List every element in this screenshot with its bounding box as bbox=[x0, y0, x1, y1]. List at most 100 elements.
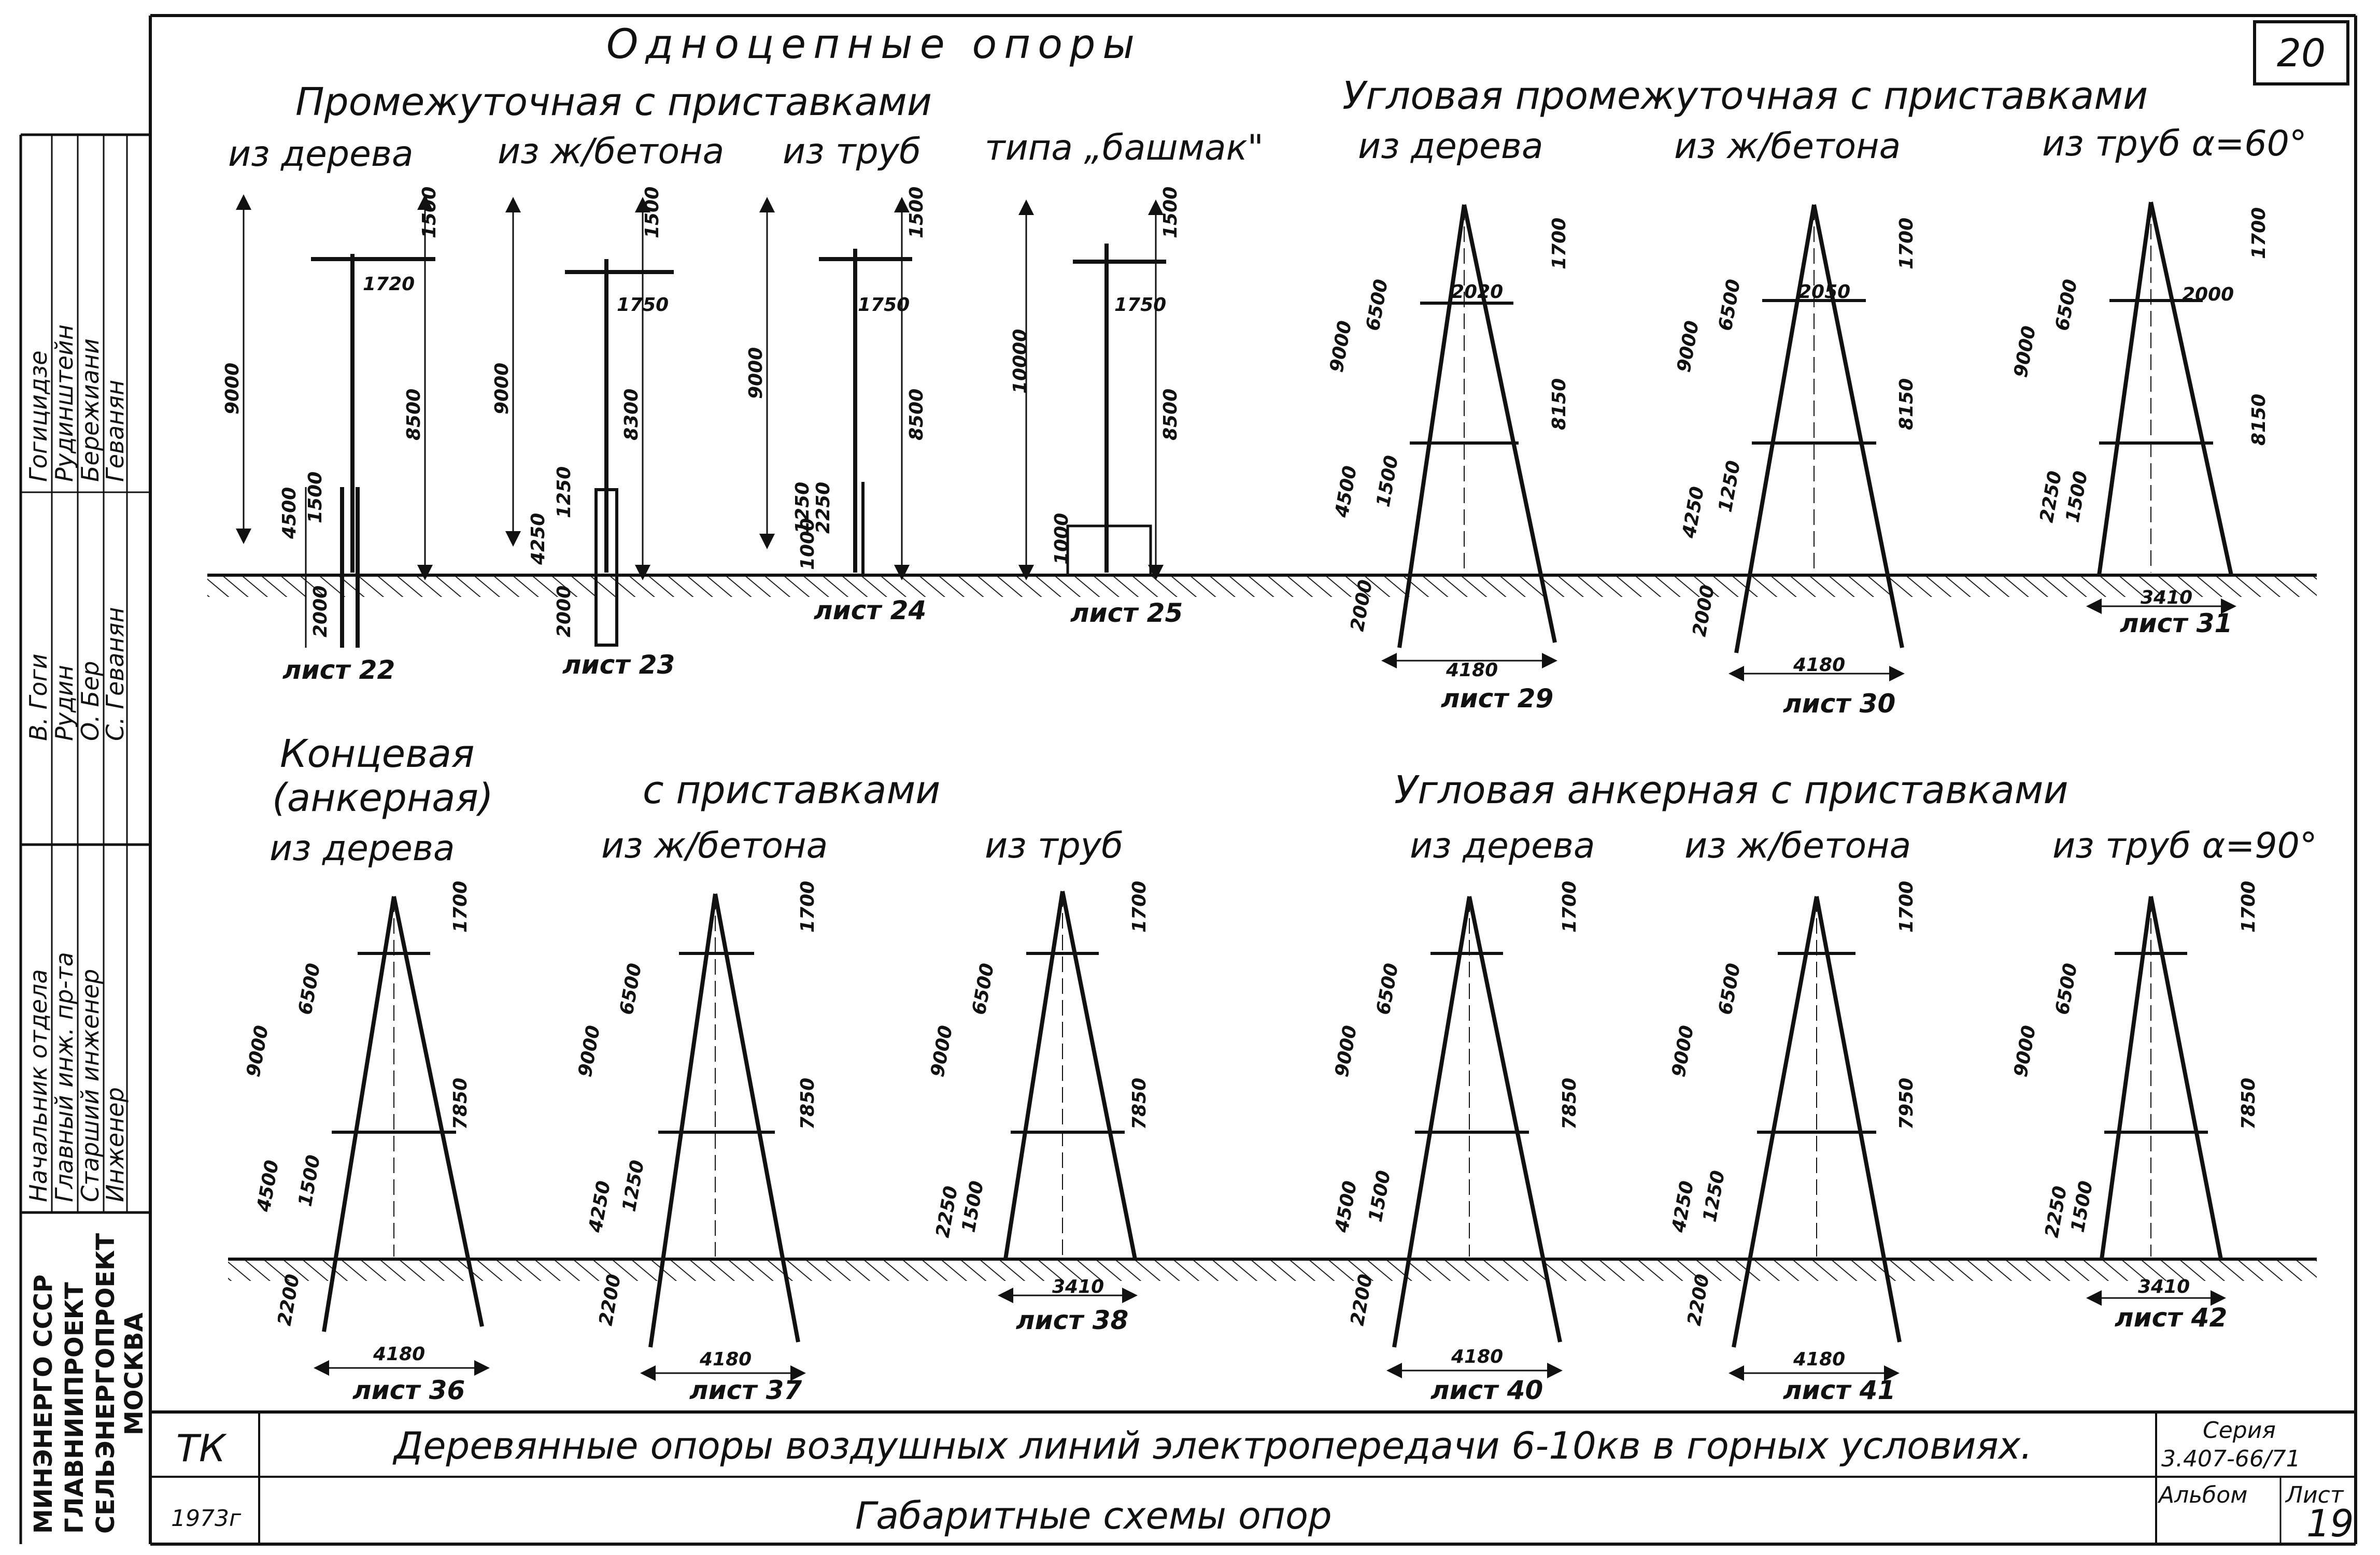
svg-text:9000: 9000 bbox=[574, 1024, 604, 1079]
svg-text:9000: 9000 bbox=[1668, 1024, 1698, 1079]
stamp-org: МОСКВА bbox=[120, 1313, 149, 1435]
sheet-ref: лист 31 bbox=[2120, 608, 2232, 638]
svg-text:1250: 1250 bbox=[792, 482, 813, 534]
svg-text:9000: 9000 bbox=[243, 1024, 273, 1079]
column-label: из ж/бетона bbox=[601, 825, 828, 866]
svg-text:8500: 8500 bbox=[403, 389, 424, 440]
svg-text:2250: 2250 bbox=[932, 1185, 962, 1239]
stamp-role: Главный инж. пр-та bbox=[50, 952, 78, 1202]
svg-text:1700: 1700 bbox=[450, 881, 471, 933]
svg-text:6500: 6500 bbox=[1715, 278, 1745, 333]
list-value: 19 bbox=[2306, 1502, 2354, 1545]
svg-text:4180: 4180 bbox=[1451, 1346, 1503, 1367]
svg-text:1250: 1250 bbox=[1715, 459, 1745, 514]
column-label: из труб α=60° bbox=[2042, 123, 2307, 164]
sheet-ref: лист 25 bbox=[1070, 598, 1183, 628]
svg-text:1500: 1500 bbox=[305, 472, 326, 523]
svg-text:7850: 7850 bbox=[2238, 1078, 2259, 1130]
sheet-ref: лист 38 bbox=[1016, 1305, 1128, 1335]
sheet-ref: лист 23 bbox=[562, 650, 675, 680]
column-label: из ж/бетона bbox=[498, 131, 724, 172]
sheet-number-box: 20 bbox=[2253, 20, 2349, 85]
svg-text:4500: 4500 bbox=[279, 487, 300, 539]
column-label: из дерева bbox=[1410, 825, 1595, 866]
stamp-org: МИНЭНЕРГО СССР bbox=[29, 1275, 58, 1534]
sheet-ref: лист 29 bbox=[1441, 683, 1553, 714]
svg-text:1700: 1700 bbox=[1896, 218, 1917, 269]
pole-diagrams-a-frame bbox=[314, 202, 2236, 1381]
svg-text:7950: 7950 bbox=[1896, 1078, 1917, 1130]
svg-text:6500: 6500 bbox=[1372, 962, 1402, 1017]
stamp-signature: О. Бер bbox=[76, 661, 104, 741]
svg-text:4250: 4250 bbox=[1678, 485, 1708, 540]
title-block: ТК 1973г Деревянные опоры воздушных лини… bbox=[150, 1410, 2356, 1545]
title-block-year: 1973г bbox=[171, 1505, 242, 1532]
svg-text:4500: 4500 bbox=[253, 1159, 283, 1214]
svg-text:8150: 8150 bbox=[2248, 394, 2270, 446]
svg-text:2250: 2250 bbox=[2041, 1185, 2071, 1239]
column-label: из труб α=90° bbox=[2052, 825, 2317, 866]
pole-p41 bbox=[1729, 896, 1902, 1381]
svg-text:1750: 1750 bbox=[858, 294, 910, 316]
svg-text:8150: 8150 bbox=[1549, 378, 1570, 430]
svg-text:4180: 4180 bbox=[1446, 660, 1498, 681]
svg-text:1700: 1700 bbox=[1896, 881, 1917, 933]
stamp-role: Старший инженер bbox=[76, 969, 104, 1202]
svg-text:1500: 1500 bbox=[2067, 1179, 2097, 1234]
svg-text:1500: 1500 bbox=[1160, 187, 1181, 238]
section-top-left-title: Промежуточная с приставками bbox=[295, 80, 932, 124]
svg-text:1700: 1700 bbox=[1129, 881, 1150, 933]
title-block-main: Деревянные опоры воздушных линий электро… bbox=[392, 1424, 2032, 1467]
svg-text:1750: 1750 bbox=[1114, 294, 1166, 316]
svg-text:1250: 1250 bbox=[554, 466, 575, 518]
ground-lines bbox=[207, 574, 2317, 1281]
section-bottom-right-title: Угловая анкерная с приставками bbox=[1394, 768, 2069, 812]
svg-text:4500: 4500 bbox=[1331, 1179, 1361, 1235]
svg-text:3410: 3410 bbox=[1052, 1276, 1104, 1297]
sheet-ref: лист 36 bbox=[352, 1375, 465, 1405]
svg-text:8300: 8300 bbox=[621, 389, 642, 440]
svg-text:9000: 9000 bbox=[745, 347, 767, 399]
section-bottom-left-title-c: с приставками bbox=[643, 768, 940, 812]
pole-p37 bbox=[640, 893, 806, 1381]
svg-text:9000: 9000 bbox=[2010, 324, 2040, 379]
svg-text:6500: 6500 bbox=[294, 962, 324, 1017]
stamp-signature: Рудин bbox=[50, 665, 78, 741]
svg-text:1500: 1500 bbox=[958, 1179, 988, 1234]
sheet-number: 20 bbox=[2277, 31, 2326, 76]
stamp-role: Начальник отдела bbox=[24, 969, 52, 1202]
pole-diagrams-intermediate bbox=[236, 194, 1166, 648]
sheet-ref: лист 22 bbox=[282, 655, 395, 685]
svg-text:1700: 1700 bbox=[1559, 881, 1580, 933]
stamp-name: Геванян bbox=[101, 380, 129, 482]
pole-p42 bbox=[2086, 896, 2226, 1306]
svg-text:9000: 9000 bbox=[222, 363, 243, 415]
svg-text:10000: 10000 bbox=[1010, 329, 1031, 394]
stamp-org: ГЛАВНИИПРОЕКТ bbox=[60, 1282, 89, 1534]
sheet-ref: лист 37 bbox=[689, 1375, 802, 1405]
svg-text:7850: 7850 bbox=[797, 1078, 818, 1130]
stamp-signature: В. Гоги bbox=[24, 653, 52, 741]
svg-text:8500: 8500 bbox=[1160, 389, 1181, 440]
svg-text:9000: 9000 bbox=[1326, 319, 1356, 374]
stamp-org: СЕЛЬЭНЕРГОПРОЕКТ bbox=[91, 1233, 120, 1534]
svg-text:4500: 4500 bbox=[1331, 464, 1361, 520]
svg-text:6500: 6500 bbox=[2051, 962, 2081, 1017]
svg-text:8150: 8150 bbox=[1896, 378, 1917, 430]
svg-text:2000: 2000 bbox=[310, 586, 331, 637]
svg-text:4180: 4180 bbox=[373, 1344, 425, 1365]
svg-text:1250: 1250 bbox=[1699, 1169, 1729, 1224]
column-label: из труб bbox=[783, 131, 921, 172]
svg-text:1000: 1000 bbox=[1051, 513, 1072, 565]
stamp-name: Бережиани bbox=[76, 338, 104, 482]
svg-text:4180: 4180 bbox=[699, 1349, 752, 1370]
svg-text:7850: 7850 bbox=[1559, 1078, 1580, 1130]
column-label: типа „башмак" bbox=[985, 127, 1264, 168]
svg-text:6500: 6500 bbox=[968, 962, 998, 1017]
svg-text:3410: 3410 bbox=[2138, 1276, 2190, 1297]
sheet-references: лист 22 лист 23 лист 24 лист 25 лист 29 … bbox=[282, 595, 2232, 1405]
column-label: из ж/бетона bbox=[1674, 126, 1901, 167]
svg-text:2000: 2000 bbox=[554, 586, 575, 637]
svg-text:4250: 4250 bbox=[1668, 1179, 1698, 1235]
